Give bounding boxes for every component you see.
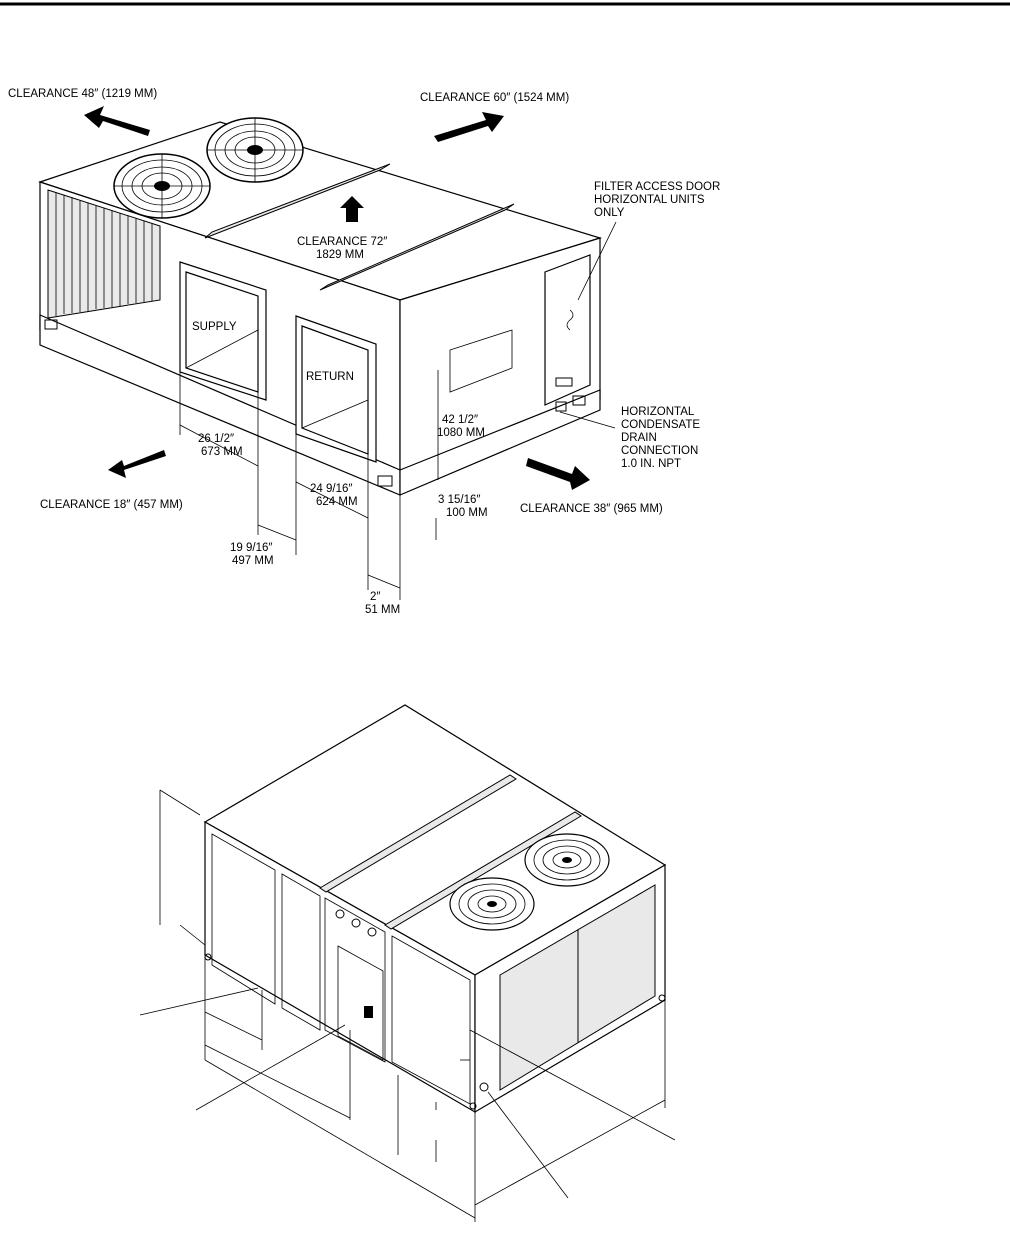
clearance-back-right-label: CLEARANCE 60″ (1524 MM) <box>420 92 569 104</box>
clearance-front-left-label: CLEARANCE 18″ (457 MM) <box>40 499 183 511</box>
filter-door-leader <box>577 221 617 301</box>
dim-3-line2: 497 MM <box>232 555 274 567</box>
condenser-fan-1 <box>113 153 211 219</box>
unit-base-rail-side <box>399 389 601 496</box>
lift-hole-2 <box>469 1102 477 1110</box>
disconnect-switch <box>364 1006 373 1018</box>
base-slot-2 <box>377 475 393 487</box>
filter-access-door <box>544 254 591 406</box>
clearance-arrow-back-left <box>84 106 150 136</box>
dim-6-line1: 3 15/16″ <box>438 494 480 506</box>
control-panel <box>324 897 386 1063</box>
drain-label-3: DRAIN <box>621 432 657 444</box>
bottom-roof-seam-1 <box>319 774 517 893</box>
roof-seam-1 <box>204 163 391 239</box>
supply-label: SUPPLY <box>192 321 237 333</box>
filter-door-label-2: HORIZONTAL UNITS <box>594 194 705 206</box>
door-handle <box>566 309 574 331</box>
dim-2-line1: 24 9/16″ <box>310 483 352 495</box>
bottom-fan-2 <box>524 833 610 887</box>
dim-5-line2: 1080 MM <box>437 427 485 439</box>
filter-door-label-3: ONLY <box>594 207 625 219</box>
dim-6-line2: 100 MM <box>446 507 488 519</box>
clearance-arrow-back-right <box>434 112 504 142</box>
dimension-lines <box>179 370 616 600</box>
bottom-fan-1 <box>449 877 535 931</box>
roof-seam-2 <box>319 203 515 291</box>
top-diagram-labels: CLEARANCE 48″ (1219 MM) CLEARANCE 60″ (1… <box>8 88 720 616</box>
clearance-arrow-front-right <box>526 458 590 490</box>
dim-4-line1: 2″ <box>370 591 380 603</box>
clearance-top-label-2: 1829 MM <box>316 249 364 261</box>
drain-label-4: CONNECTION <box>621 445 698 457</box>
knockout-2 <box>351 918 361 928</box>
drain-label-5: 1.0 IN. NPT <box>621 458 681 470</box>
clearance-top-label-1: CLEARANCE 72″ <box>297 236 387 248</box>
coil-fins <box>55 193 153 316</box>
return-label: RETURN <box>306 371 354 383</box>
top-unit-diagram <box>38 106 616 600</box>
dim-3-line1: 19 9/16″ <box>230 542 272 554</box>
lift-hole-3 <box>658 994 666 1002</box>
base-slot-1 <box>44 319 58 330</box>
side-drain-port <box>479 1082 489 1092</box>
filter-door-label-1: FILTER ACCESS DOOR <box>594 181 720 193</box>
bottom-dimension-lines <box>139 789 676 1222</box>
base-slot-3 <box>572 395 586 406</box>
clearance-front-right-label: CLEARANCE 38″ (965 MM) <box>520 503 663 515</box>
clearance-arrow-top <box>340 196 364 222</box>
knockout-1 <box>335 909 345 919</box>
drain-port <box>555 401 567 412</box>
drain-label-2: CONDENSATE <box>621 419 700 431</box>
drain-label-1: HORIZONTAL <box>621 406 695 418</box>
dim-4-line2: 51 MM <box>365 604 400 616</box>
dim-1-line2: 673 MM <box>201 446 243 458</box>
dim-2-line2: 624 MM <box>316 496 358 508</box>
bottom-unit-diagram <box>139 704 676 1222</box>
clearance-arrow-front-left <box>108 450 166 478</box>
clearance-back-left-label: CLEARANCE 48″ (1219 MM) <box>8 88 157 100</box>
front-panel-3 <box>391 935 471 1105</box>
condenser-fan-2 <box>206 117 304 183</box>
door-latch <box>555 377 573 387</box>
control-box <box>337 945 384 1061</box>
front-panel-2 <box>281 873 321 1031</box>
knockout-3 <box>367 927 377 937</box>
bottom-roof-seam-2 <box>384 811 582 930</box>
dim-1-line1: 26 1/2″ <box>198 433 234 445</box>
front-panel-1 <box>211 833 276 1005</box>
side-vent <box>449 329 513 393</box>
dim-5-line1: 42 1/2″ <box>442 414 478 426</box>
